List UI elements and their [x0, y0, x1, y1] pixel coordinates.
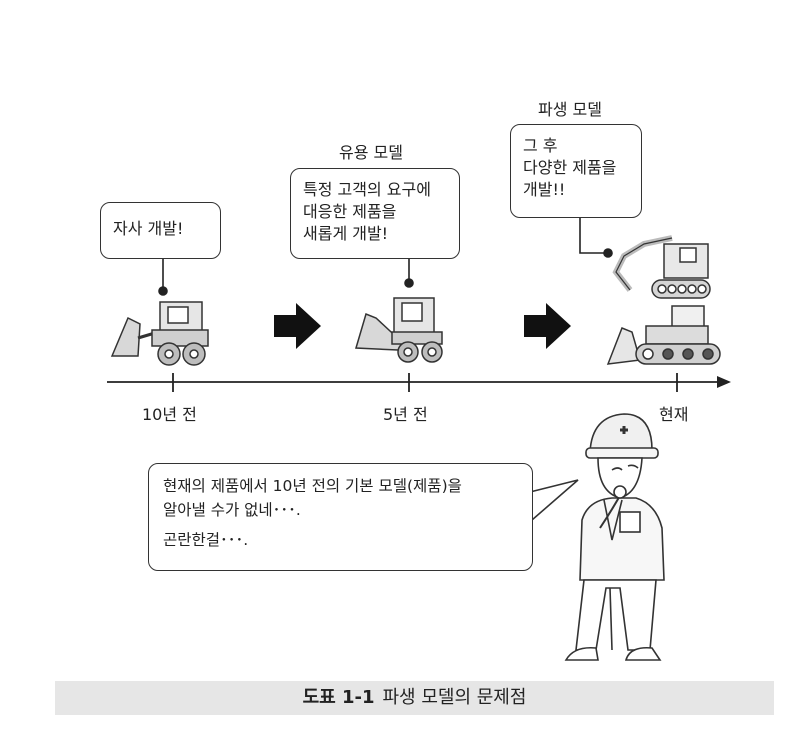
bubble-own-development: 자사 개발! — [100, 202, 221, 259]
bubble-connectors — [158, 217, 613, 296]
speech-line: 현재의 제품에서 10년 전의 기본 모델(제품)을 — [163, 477, 462, 495]
bubble-line: 특정 고객의 요구에 — [303, 180, 431, 199]
excavator-icon — [612, 235, 711, 299]
worker-icon — [564, 413, 665, 661]
speech-line: 곤란한걸･･･. — [163, 531, 249, 549]
arrow-right-icon — [274, 303, 321, 349]
bubble-line: 그 후 — [523, 136, 558, 155]
bubble-derived-model: 그 후 다양한 제품을 개발!! — [510, 124, 642, 218]
crawler-bulldozer-icon — [606, 305, 721, 365]
speech-bubble-worker: 현재의 제품에서 10년 전의 기본 모델(제품)을 알아낼 수가 없네･･･.… — [148, 463, 533, 571]
timeline — [107, 373, 731, 392]
bubble-text: 자사 개발! — [113, 219, 184, 238]
arrow-right-icon — [524, 303, 571, 349]
stage-title-derived-model: 파생 모델 — [538, 100, 602, 119]
bulldozer-loader-icon — [355, 297, 443, 363]
speech-line: 알아낼 수가 없네･･･. — [163, 501, 301, 519]
caption-text: 파생 모델의 문제점 — [382, 687, 527, 708]
tick-label-5-years: 5년 전 — [383, 405, 428, 424]
tick-label-present: 현재 — [659, 405, 689, 424]
figure-caption: 도표 1-1 파생 모델의 문제점 — [55, 681, 774, 715]
stage-title-useful-model: 유용 모델 — [339, 143, 403, 162]
caption-number: 도표 1-1 — [302, 687, 375, 708]
wheel-loader-icon — [110, 301, 209, 366]
bubble-line: 다양한 제품을 — [523, 158, 617, 177]
bubble-line: 개발!! — [523, 180, 566, 199]
bubble-line: 대응한 제품을 — [303, 202, 397, 221]
tick-label-10-years: 10년 전 — [142, 405, 197, 424]
bubble-line: 새롭게 개발! — [303, 224, 389, 243]
bubble-useful-model: 특정 고객의 요구에 대응한 제품을 새롭게 개발! — [290, 168, 460, 259]
speech-bubble-tail — [529, 479, 579, 522]
